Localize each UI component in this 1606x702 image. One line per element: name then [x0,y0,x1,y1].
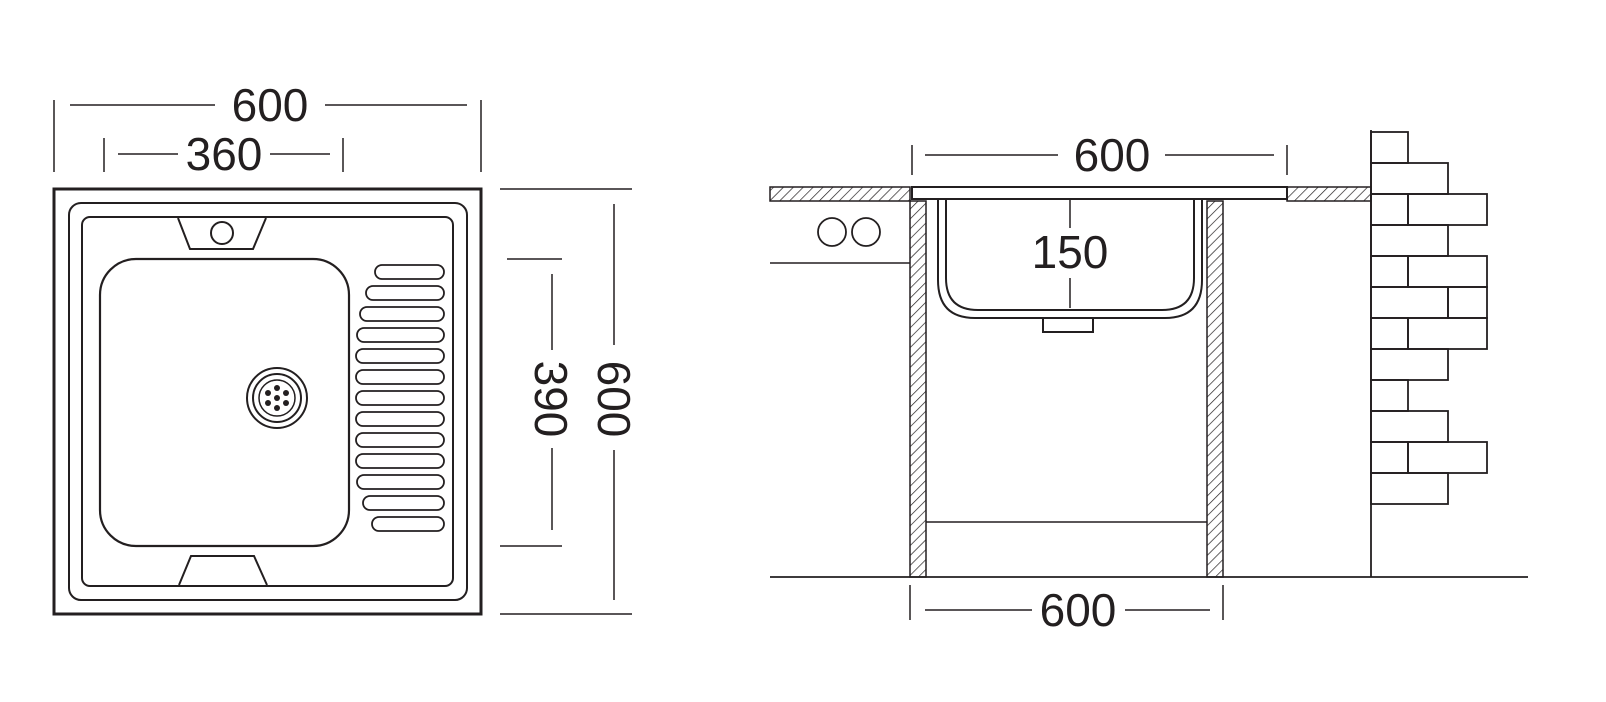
cabinet-panel-left [909,200,927,578]
dimension-label: 600 [1074,129,1151,181]
sink-inner-rim [68,202,468,601]
dimension-sink-width: 600 [911,129,1288,181]
dimension-label: 600 [1040,584,1117,636]
sink-rim-section [911,186,1288,200]
dimension-label: 600 [232,79,309,131]
overflow-notch-top [177,217,267,250]
drain-icon [246,367,308,429]
dimension-bowl-depth: 150 [1032,199,1109,308]
dimension-label: 390 [525,361,577,438]
countertop-right [1286,186,1372,202]
top-view: 600 360 390 600 [52,79,640,616]
sink-outer-rim [52,187,483,616]
dimension-bowl-height: 390 [500,258,577,547]
overflow-hole-icon [210,221,234,245]
brick-wall [1370,130,1488,577]
dimension-overall-width: 600 [53,79,482,172]
socket-icon [817,217,847,247]
notch-bottom [178,555,268,586]
dimension-label: 600 [588,361,640,438]
dimension-bowl-width: 360 [103,128,344,180]
sink-deck [81,216,454,587]
cabinet-panel-right [1206,200,1224,578]
sink-bowl [98,257,351,548]
drainer-ribs [355,264,445,532]
dimension-label: 150 [1032,226,1109,278]
dimension-overall-depth: 600 [500,188,640,615]
side-view: 600 150 600 [769,129,1528,636]
dimension-label: 360 [186,128,263,180]
dimension-cabinet-width: 600 [909,584,1224,636]
drain-outlet [1042,317,1094,333]
socket-icon [851,217,881,247]
countertop-left [769,186,911,202]
